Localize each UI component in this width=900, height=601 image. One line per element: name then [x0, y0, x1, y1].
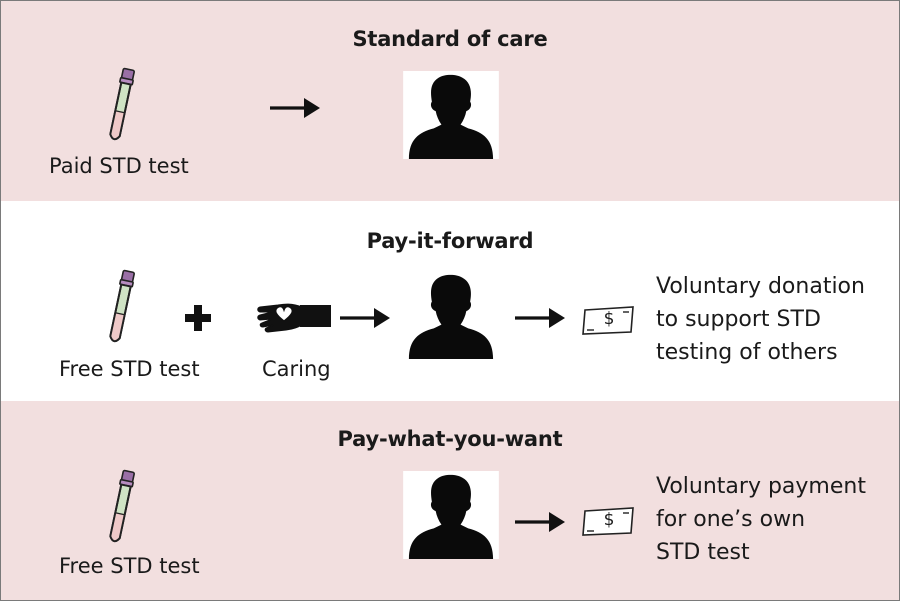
paid-std-test-label: Paid STD test	[49, 154, 189, 178]
plus-icon	[185, 305, 211, 331]
description-line: to support STD	[656, 307, 821, 332]
description-line: testing of others	[656, 340, 838, 365]
free-std-test-label: Free STD test	[59, 357, 200, 381]
pay-what-you-want-panel: Pay-what-you-want Free STD test $ Volunt…	[1, 401, 899, 600]
money-bill-icon: $	[581, 505, 637, 537]
money-symbol: $	[603, 510, 615, 530]
test-tube-icon	[101, 469, 141, 549]
pay-it-forward-title: Pay-it-forward	[366, 229, 534, 253]
standard-of-care-panel: Standard of care Paid STD test	[1, 1, 899, 201]
description-line: Voluntary donation	[656, 274, 865, 299]
test-tube-icon	[101, 269, 141, 349]
free-std-test-label: Free STD test	[59, 554, 200, 578]
arrow-right-icon	[515, 510, 565, 534]
arrow-right-icon	[340, 306, 390, 330]
money-symbol: $	[603, 309, 615, 329]
caring-label: Caring	[262, 357, 331, 381]
caring-hand-heart-icon	[257, 303, 331, 333]
standard-of-care-title: Standard of care	[352, 27, 548, 51]
pay-it-forward-panel: Pay-it-forward Free STD test Caring $ Vo…	[1, 201, 899, 401]
description-line: Voluntary payment	[656, 474, 866, 499]
pay-what-you-want-description: Voluntary payment for one’s own STD test	[656, 470, 866, 569]
description-line: STD test	[656, 540, 750, 565]
person-silhouette-icon	[402, 271, 500, 359]
description-line: for one’s own	[656, 507, 806, 532]
test-tube-icon	[101, 67, 141, 147]
money-bill-icon: $	[581, 304, 637, 336]
arrow-right-icon	[270, 96, 320, 120]
person-silhouette-icon	[402, 471, 500, 559]
person-silhouette-icon	[402, 71, 500, 159]
pay-it-forward-description: Voluntary donation to support STD testin…	[656, 270, 865, 369]
pay-what-you-want-title: Pay-what-you-want	[337, 427, 563, 451]
arrow-right-icon	[515, 306, 565, 330]
